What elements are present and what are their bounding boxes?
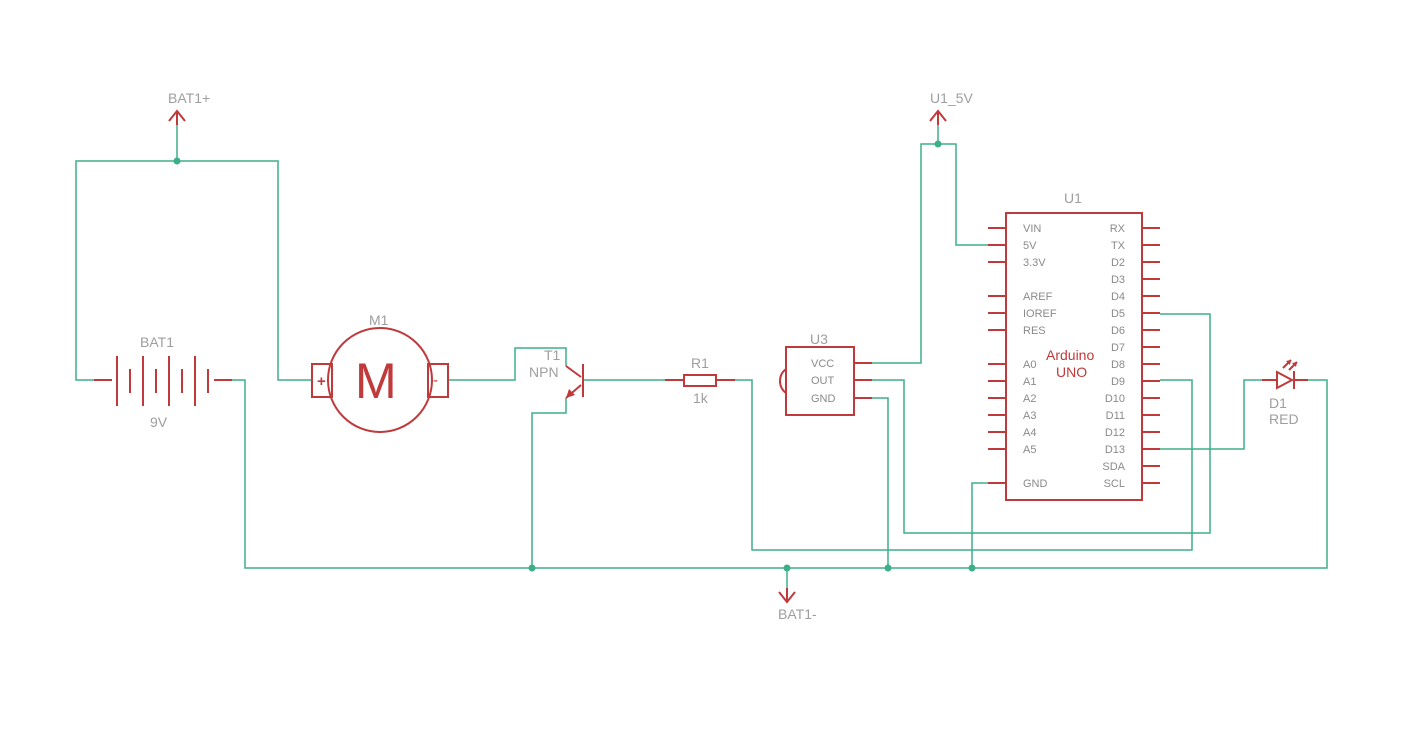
arduino-pin-label: TX xyxy=(1111,240,1126,252)
arduino-pin-label: A4 xyxy=(1023,427,1036,439)
junction-dot xyxy=(934,140,942,148)
resistor-r1[interactable]: R1 1k xyxy=(665,355,735,406)
sensor-pin-gnd: GND xyxy=(811,393,836,405)
arduino-pin-label: AREF xyxy=(1023,291,1053,303)
arduino-pin-label: A5 xyxy=(1023,444,1036,456)
arduino-pin-label: A3 xyxy=(1023,410,1036,422)
emitter-arrow-icon xyxy=(566,389,575,398)
arduino-pin-label: RX xyxy=(1110,223,1126,235)
junction-dot xyxy=(173,157,181,165)
sensor-pin-out: OUT xyxy=(811,375,835,387)
sensor-ref: U3 xyxy=(810,331,828,347)
wire-emitter-to-gnd[interactable] xyxy=(531,398,567,568)
junction-dot xyxy=(884,564,892,572)
bat-plus-label: BAT1+ xyxy=(168,90,210,106)
junction-dot xyxy=(968,564,976,572)
wire-u3-vcc-to-5v[interactable] xyxy=(855,143,988,364)
arduino-pin-label: D13 xyxy=(1105,444,1125,456)
arduino-ref: U1 xyxy=(1064,190,1082,206)
arduino-pin-label: D8 xyxy=(1111,359,1125,371)
bat-minus-supply[interactable]: BAT1- xyxy=(778,588,817,622)
arduino-pin-label: A1 xyxy=(1023,376,1036,388)
arduino-pin-label: GND xyxy=(1023,478,1048,490)
arduino-pin-label: D7 xyxy=(1111,342,1125,354)
arduino-pin-label: SCL xyxy=(1104,478,1125,490)
arduino-pin-label: SDA xyxy=(1102,461,1125,473)
arduino-pin-label: D10 xyxy=(1105,393,1125,405)
battery-bat1[interactable]: BAT1 9V xyxy=(94,334,232,430)
junction-dot xyxy=(528,564,536,572)
transistor-t1[interactable]: T1 NPN xyxy=(529,347,584,399)
battery-value: 9V xyxy=(150,414,168,430)
led-color: RED xyxy=(1269,411,1299,427)
arduino-pin-label: D2 xyxy=(1111,257,1125,269)
wire-bat-plus-net[interactable] xyxy=(75,160,312,381)
arduino-pin-label: VIN xyxy=(1023,223,1041,235)
junctions xyxy=(173,140,976,572)
u1-5v-supply[interactable]: U1_5V xyxy=(929,90,973,125)
transistor-type: NPN xyxy=(529,364,559,380)
arduino-pin-label: IOREF xyxy=(1023,308,1057,320)
battery-ref: BAT1 xyxy=(140,334,174,350)
resistor-ref: R1 xyxy=(691,355,709,371)
motor-plus: + xyxy=(317,373,326,390)
arduino-pin-label: RES xyxy=(1023,325,1046,337)
arduino-name-line2: UNO xyxy=(1056,364,1087,380)
wire-arduino-gnd[interactable] xyxy=(971,482,988,568)
arduino-pin-label: A0 xyxy=(1023,359,1036,371)
arduino-pin-label: D5 xyxy=(1111,308,1125,320)
arduino-pin-label: A2 xyxy=(1023,393,1036,405)
sensor-u3[interactable]: VCC OUT GND U3 xyxy=(779,331,872,416)
wire-d13-to-led[interactable] xyxy=(1160,379,1262,450)
resistor-value: 1k xyxy=(693,390,709,406)
arduino-pin-label: D11 xyxy=(1106,410,1125,422)
bat-minus-label: BAT1- xyxy=(778,606,817,622)
sensor-pin-vcc: VCC xyxy=(811,358,834,370)
transistor-ref: T1 xyxy=(544,347,561,363)
led-d1[interactable]: D1 RED xyxy=(1262,359,1308,427)
motor-ref: M1 xyxy=(369,312,389,328)
bat-plus-supply[interactable]: BAT1+ xyxy=(168,90,210,125)
wire-motor-to-collector[interactable] xyxy=(449,347,567,381)
light-emission-icon xyxy=(1282,359,1298,371)
arduino-name-line1: Arduino xyxy=(1046,347,1094,363)
led-ref: D1 xyxy=(1269,395,1287,411)
arduino-pin-label: D12 xyxy=(1105,427,1125,439)
motor-m1[interactable]: M + - M1 xyxy=(311,312,449,433)
wire-u3-gnd[interactable] xyxy=(855,397,889,568)
motor-symbol: M xyxy=(355,353,397,409)
u1-5v-label: U1_5V xyxy=(930,90,973,106)
wire-u3-out-to-d5[interactable] xyxy=(855,313,1211,534)
arduino-u1[interactable]: U1 Arduino UNO VIN 5V 3.3V AREF IOREF RES A0A1… xyxy=(988,190,1160,501)
junction-dot xyxy=(783,564,791,572)
arduino-pin-label: D9 xyxy=(1111,376,1125,388)
arduino-pin-label: 5V xyxy=(1023,240,1037,252)
arduino-pin-label: 3.3V xyxy=(1023,257,1046,269)
arduino-pin-label: D6 xyxy=(1111,325,1125,337)
motor-minus: - xyxy=(433,372,438,389)
arduino-pin-label: D3 xyxy=(1111,274,1125,286)
arduino-pin-label: D4 xyxy=(1111,291,1125,303)
